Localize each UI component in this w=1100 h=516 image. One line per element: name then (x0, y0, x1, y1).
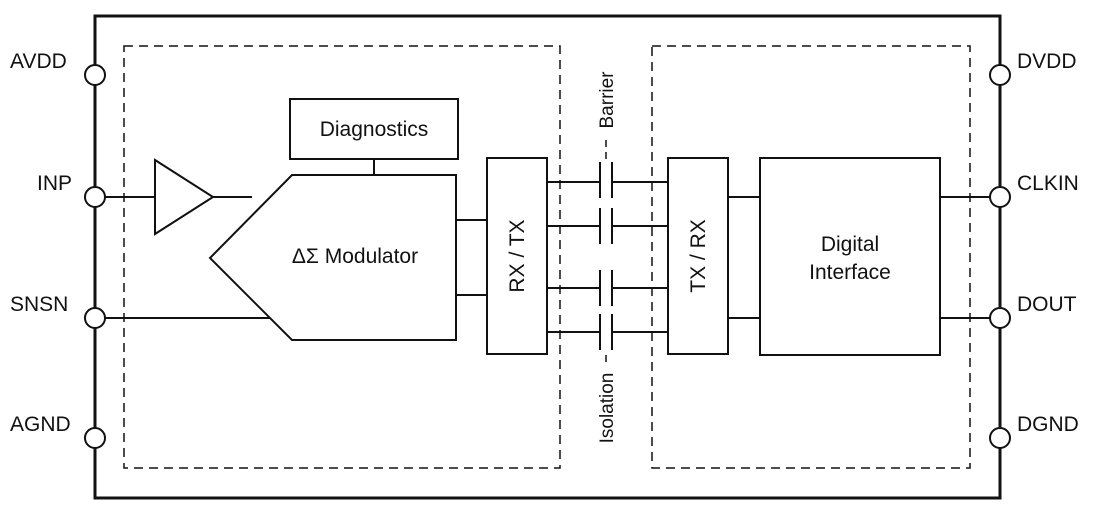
tx-rx-label: TX / RX (687, 219, 710, 293)
modulator-block (208, 174, 457, 341)
digital-interface-label-line2: Interface (809, 261, 891, 284)
tx-rx-block (667, 157, 729, 355)
rx-tx-label: RX / TX (506, 219, 529, 292)
barrier-label: Barrier (597, 71, 618, 129)
dgnd-label: DGND (1017, 413, 1079, 436)
rx-tx-block (486, 157, 548, 355)
avdd-label: AVDD (10, 50, 67, 73)
isolation-channel-2 (547, 208, 668, 244)
diagnostics-block (289, 98, 459, 160)
snsn-label: SNSN (10, 293, 68, 316)
diagnostics-label: Diagnostics (320, 118, 429, 141)
modulator-label: ΔΣ Modulator (292, 245, 418, 268)
isolation-label: Isolation (597, 373, 618, 444)
avdd-pin (84, 64, 106, 86)
dvdd-label: DVDD (1017, 50, 1077, 73)
clkin-pin (989, 186, 1011, 208)
snsn-pin (84, 307, 106, 329)
clkin-label: CLKIN (1017, 172, 1079, 195)
analog-side-region (123, 45, 561, 469)
agnd-pin (84, 427, 106, 449)
digital-side-region (651, 45, 971, 469)
agnd-label: AGND (10, 413, 71, 436)
package-outline (93, 14, 1002, 500)
dout-pin (989, 307, 1011, 329)
dvdd-pin (989, 64, 1011, 86)
amplifier-symbol (154, 158, 215, 236)
inp-label: INP (37, 172, 72, 195)
isolation-channel-4 (547, 314, 668, 350)
dgnd-pin (989, 427, 1011, 449)
dout-label: DOUT (1017, 293, 1077, 316)
digital-interface-block (759, 157, 941, 356)
digital-interface-label-line1: Digital (821, 233, 879, 256)
inp-pin (84, 186, 106, 208)
isolation-channel-1 (547, 162, 668, 198)
isolation-channel-3 (547, 270, 668, 306)
